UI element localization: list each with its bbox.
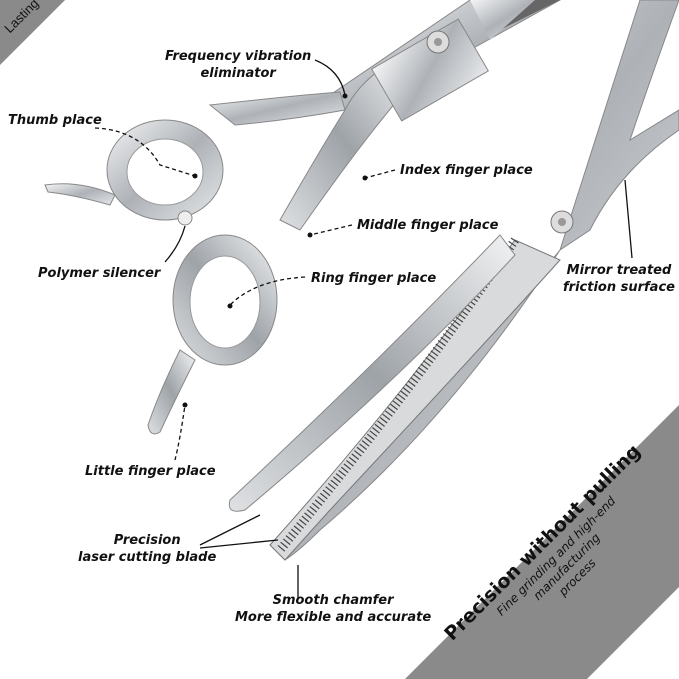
label-chamfer: Smooth chamfer More flexible and accurat… xyxy=(235,592,431,626)
label-line: Mirror treated xyxy=(566,263,672,278)
label-little: Little finger place xyxy=(85,464,216,479)
label-line: laser cutting blade xyxy=(78,550,217,565)
label-thumb: Thumb place xyxy=(8,113,102,128)
label-line: Frequency vibration xyxy=(165,49,312,64)
label-polymer: Polymer silencer xyxy=(38,266,161,281)
finger-handle xyxy=(147,0,535,435)
label-blade: Precision laser cutting blade xyxy=(78,532,216,566)
thinning-blade xyxy=(228,0,679,561)
leader-lines xyxy=(94,59,633,600)
label-line: eliminator xyxy=(200,66,276,81)
label-line: Precision xyxy=(113,533,181,548)
label-middle: Middle finger place xyxy=(357,218,499,233)
label-ring: Ring finger place xyxy=(311,271,437,286)
label-line: friction surface xyxy=(563,280,675,295)
promo-band xyxy=(405,405,679,679)
label-mirror: Mirror treated friction surface xyxy=(563,262,675,296)
label-line: More flexible and accurate xyxy=(235,610,432,625)
label-index: Index finger place xyxy=(400,163,533,178)
label-line: Smooth chamfer xyxy=(272,593,394,608)
silencer-icon xyxy=(177,210,193,226)
label-frequency-vibration: Frequency vibration eliminator xyxy=(165,48,311,82)
